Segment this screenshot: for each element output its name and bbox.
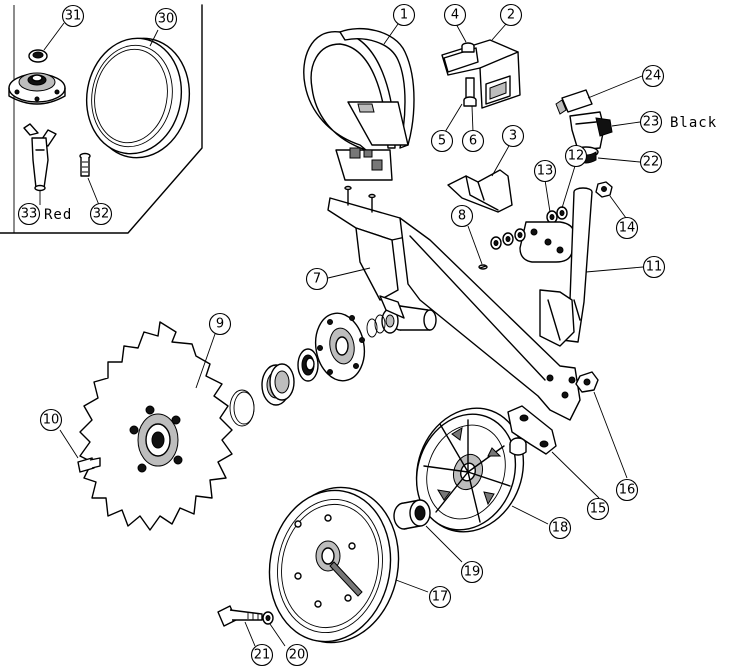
svg-text:23: 23 — [643, 115, 660, 130]
part-11-seed-tube — [539, 187, 593, 347]
svg-text:9: 9 — [216, 317, 224, 332]
part-15-arm-plate — [507, 405, 557, 456]
part-23-sensor — [569, 111, 613, 151]
hub-plate — [314, 312, 366, 382]
svg-text:21: 21 — [254, 648, 271, 663]
callout-31: 31 — [61, 4, 85, 28]
part-8-pin — [478, 264, 488, 270]
svg-text:19: 19 — [464, 565, 481, 580]
callout-32: 32 — [89, 202, 113, 226]
svg-text:7: 7 — [313, 272, 321, 287]
part-1-frame-loop — [303, 27, 415, 181]
callout-21: 21 — [250, 643, 274, 667]
inner-seals — [366, 314, 386, 338]
callout-11: 11 — [642, 255, 666, 279]
part-2-bracket — [441, 39, 521, 109]
part-33-y-connector — [23, 123, 57, 192]
part-20-washer — [262, 611, 274, 625]
svg-text:33: 33 — [21, 207, 38, 222]
svg-text:6: 6 — [469, 134, 477, 149]
svg-text:15: 15 — [590, 502, 607, 517]
part-7-shank-arm — [327, 185, 581, 421]
part-3-clip — [447, 169, 513, 213]
callout-5: 5 — [430, 129, 454, 153]
note-red: Red — [44, 207, 72, 223]
callout-15: 15 — [586, 497, 610, 521]
svg-text:3: 3 — [509, 129, 517, 144]
callout-18: 18 — [548, 516, 572, 540]
svg-text:13: 13 — [537, 164, 554, 179]
callout-6: 6 — [461, 129, 485, 153]
svg-text:32: 32 — [93, 207, 110, 222]
svg-text:12: 12 — [568, 149, 585, 164]
callout-14: 14 — [615, 216, 639, 240]
callout-24: 24 — [641, 64, 665, 88]
part-12-washer — [546, 206, 568, 224]
note-black: Black — [670, 115, 717, 131]
svg-text:24: 24 — [645, 69, 662, 84]
callout-8: 8 — [450, 204, 474, 228]
svg-text:10: 10 — [43, 413, 60, 428]
callout-17: 17 — [428, 585, 452, 609]
part-4-bolt — [461, 42, 475, 53]
callout-16: 16 — [615, 478, 639, 502]
callout-1: 1 — [392, 3, 416, 27]
callout-30: 30 — [154, 7, 178, 31]
part-30-tire — [85, 37, 191, 159]
svg-text:2: 2 — [507, 8, 515, 23]
part-31-hub-seal — [8, 49, 66, 105]
callout-12: 12 — [564, 144, 588, 168]
part-10-bolt — [77, 457, 101, 473]
svg-text:8: 8 — [458, 209, 466, 224]
svg-text:16: 16 — [619, 483, 636, 498]
svg-text:11: 11 — [646, 260, 663, 275]
part-14-nut — [595, 181, 613, 198]
bearing-seal-set — [229, 348, 319, 427]
callout-23: 23 — [639, 110, 663, 134]
part-16-nut — [575, 371, 599, 393]
callout-4: 4 — [443, 3, 467, 27]
callout-9: 9 — [208, 312, 232, 336]
callout-13: 13 — [533, 159, 557, 183]
part-13-plate — [519, 221, 575, 263]
svg-text:22: 22 — [643, 155, 660, 170]
part-21-bolt — [217, 605, 263, 627]
inset-box — [0, 4, 203, 234]
callout-7: 7 — [305, 267, 329, 291]
small-washers — [490, 228, 526, 250]
callout-10: 10 — [39, 408, 63, 432]
callout-33: 33 — [17, 202, 41, 226]
leader-lines — [39, 21, 644, 647]
part-32-pin — [79, 152, 91, 177]
svg-text:4: 4 — [451, 8, 459, 23]
callout-20: 20 — [285, 643, 309, 667]
callout-22: 22 — [639, 150, 663, 174]
part-19-bushing — [393, 499, 431, 530]
part-18-wheel-hub — [415, 407, 525, 533]
callout-3: 3 — [501, 124, 525, 148]
part-9-disc-blade — [79, 321, 233, 531]
part-5-6-bolt-nut — [463, 77, 477, 107]
svg-text:5: 5 — [438, 134, 446, 149]
svg-text:14: 14 — [619, 221, 636, 236]
svg-text:30: 30 — [158, 12, 175, 27]
part-24-connector — [555, 89, 593, 115]
callout-2: 2 — [499, 3, 523, 27]
svg-text:20: 20 — [289, 648, 306, 663]
svg-text:1: 1 — [400, 8, 408, 23]
svg-text:18: 18 — [552, 521, 569, 536]
svg-text:31: 31 — [65, 9, 82, 24]
part-17-gauge-wheel — [268, 486, 400, 644]
svg-text:17: 17 — [432, 590, 449, 605]
callout-19: 19 — [460, 560, 484, 584]
